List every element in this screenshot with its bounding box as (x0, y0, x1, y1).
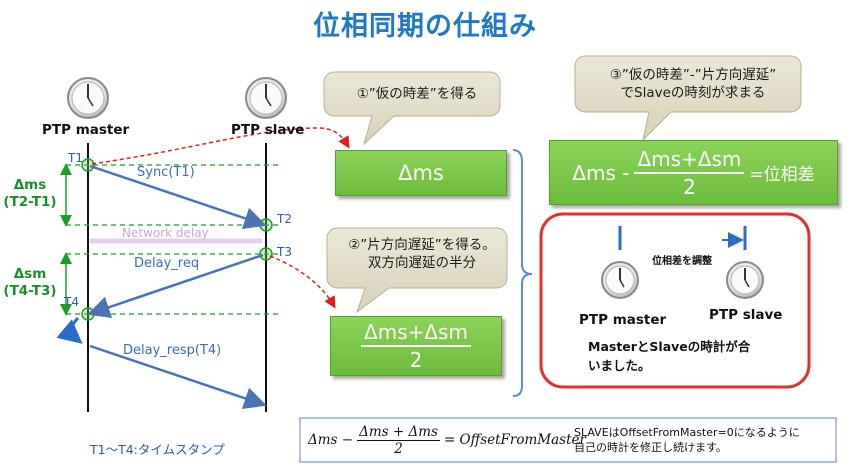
formula-note-line2: 自己の時計を修正し続けます。 (574, 441, 727, 454)
callout-bubble-3 (574, 55, 802, 142)
delta-sm-label: Δsm (T4-T3) (0, 266, 60, 300)
result-fraction: Δms+Δsm 2 (634, 147, 745, 199)
delay-resp-label: Delay_resp(T4) (123, 343, 222, 358)
timestamp-label: T3 (277, 245, 292, 259)
result-right: =位相差 (749, 165, 815, 185)
delay-req-arrow (87, 253, 264, 319)
sync-message: MasterとSlaveの時計が合 いました。 (588, 337, 750, 375)
clock-icon (245, 77, 287, 119)
panel-master-label: PTP master (579, 312, 667, 328)
delta-ms-line1: Δms (13, 177, 47, 193)
page-title: 位相同期の仕組み (313, 11, 537, 42)
offset-formula: Δms − Δms + Δms 2 = OffsetFromMaster (308, 420, 586, 460)
red-dashed-arrow (269, 255, 336, 309)
delay-req-label: Delay_req (134, 256, 200, 271)
fraction-denominator: 2 (683, 174, 696, 199)
callout-3-line1: ③”仮の時差”-”片方向遅延” (609, 67, 777, 83)
formula-denominator: 2 (394, 440, 403, 457)
callout-3-line2: でSlaveの時刻が求まる (620, 85, 766, 101)
delta-sm-line1: Δsm (13, 266, 47, 282)
result-left: Δms - (572, 160, 630, 185)
clock-icon (67, 77, 109, 119)
phase-difference-box: Δms - Δms+Δsm 2 =位相差 (549, 140, 838, 205)
delta-ms-line2: (T2-T1) (3, 194, 57, 210)
formula-note-line1: SLAVEはOffsetFromMaster=0になるように (574, 426, 800, 439)
half-delay-fraction: Δms+Δsm 2 (361, 320, 471, 372)
sync-message-line2: いました。 (588, 358, 651, 373)
callout-2-text: ②”片方向遅延”を得る。 双方向遅延の半分 (337, 236, 507, 272)
formula-lhs: Δms − (308, 432, 354, 448)
delta-ms-box: Δms (335, 150, 507, 196)
formula-box (299, 417, 837, 463)
bracket (512, 149, 533, 397)
sync-result-panel (539, 212, 811, 389)
timestamp-label: T4 (64, 295, 79, 309)
red-dashed-arrow (91, 127, 350, 165)
delay-resp-arrow (89, 344, 267, 410)
formula-rhs: = OffsetFromMaster (443, 432, 586, 448)
delta-ms-label: Δms (T2-T1) (0, 177, 60, 211)
callout-bubble-1 (323, 71, 501, 146)
sync-arrow (89, 164, 267, 230)
delta-sm-line2: (T4-T3) (3, 283, 57, 299)
formula-numerator: Δms + Δms (357, 423, 440, 441)
fraction-numerator: Δms+Δsm (361, 320, 471, 347)
delta-ms-box-text: Δms (398, 161, 444, 185)
panel-slave-label: PTP slave (709, 307, 783, 323)
fraction-denominator: 2 (409, 348, 423, 372)
timestamp-label: T1 (68, 151, 83, 165)
timestamp-label: T2 (277, 212, 292, 226)
callout-3-text: ③”仮の時差”-”片方向遅延” でSlaveの時刻が求まる (585, 66, 801, 102)
sync-message-label: Sync(T1) (137, 165, 195, 180)
callout-2-line1: ②”片方向遅延”を得る。 (348, 237, 496, 253)
adjust-label: 位相差を調整 (652, 256, 712, 267)
clock-icon (726, 261, 764, 299)
clock-icon (601, 261, 639, 299)
return-arrow (56, 316, 83, 344)
callout-1-text: ①”仮の時差”を得る (356, 86, 478, 102)
master-label: PTP master (42, 122, 130, 138)
callout-2-line2: 双方向遅延の半分 (368, 255, 476, 271)
half-delay-box: Δms+Δsm 2 (330, 316, 502, 376)
network-delay-label: Network delay (122, 226, 209, 240)
slave-label: PTP slave (231, 122, 305, 138)
sync-message-line1: MasterとSlaveの時計が合 (588, 339, 751, 354)
callout-bubble-2 (326, 227, 508, 314)
formula-fraction: Δms + Δms 2 (357, 424, 440, 457)
fraction-numerator: Δms+Δsm (634, 147, 745, 174)
timestamp-footnote: T1～T4:タイムスタンプ (90, 442, 225, 457)
formula-note: SLAVEはOffsetFromMaster=0になるように 自己の時計を修正し… (574, 425, 800, 455)
